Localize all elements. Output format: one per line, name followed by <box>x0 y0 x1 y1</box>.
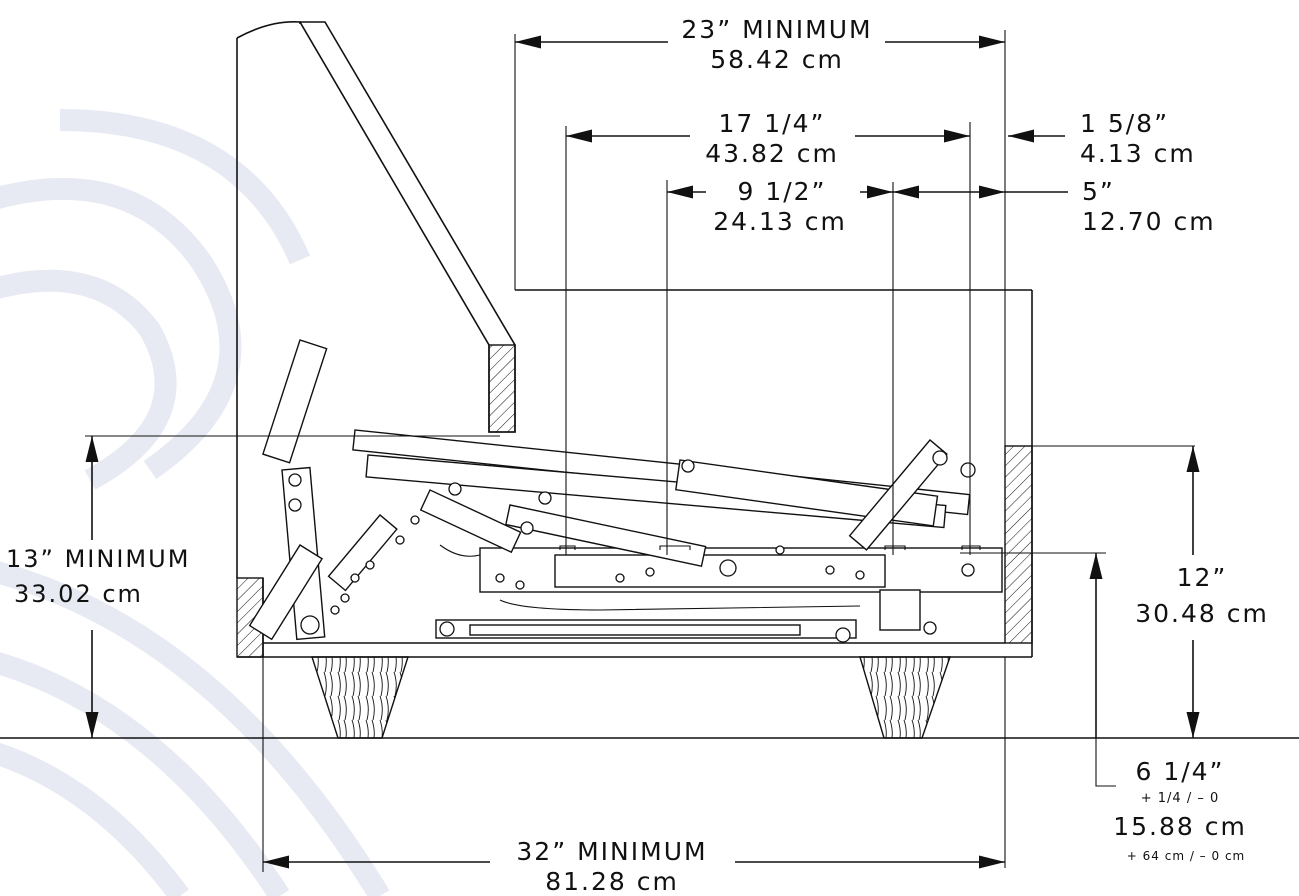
back-post-section <box>488 344 516 433</box>
dimension-arrows <box>85 35 1200 869</box>
bottom-overall-inches: 32” MINIMUM <box>516 837 707 866</box>
left-height-cm: 33.02 cm <box>14 580 143 608</box>
inner-span-inches: 17 1/4” <box>719 109 826 138</box>
right-span-cm: 12.70 cm <box>1082 207 1216 236</box>
right-span-inches: 5” <box>1082 177 1115 206</box>
extension-lines <box>85 30 1195 872</box>
left-height-inches: 13” MINIMUM <box>6 545 190 573</box>
right-height-inches: 12” <box>1177 563 1228 592</box>
watermark-swirl <box>0 109 390 896</box>
cabinet-outline <box>236 21 1033 658</box>
floor-clearance-cm: 15.88 cm <box>1113 812 1247 841</box>
legs <box>311 656 951 739</box>
inner-span-cm: 43.82 cm <box>705 139 839 168</box>
edge-gap-inches: 1 5/8” <box>1080 109 1169 138</box>
right-height-cm: 30.48 cm <box>1135 599 1269 628</box>
dimension-labels: 23” MINIMUM 58.42 cm 17 1/4” 43.82 cm 9 … <box>6 15 1269 896</box>
floor-clearance-tolerance-inches: + 1/4 / – 0 <box>1141 791 1220 806</box>
right-rail-section <box>1004 445 1033 644</box>
recliner-mechanism <box>248 339 1003 643</box>
top-overall-cm: 58.42 cm <box>710 45 844 74</box>
bottom-overall-cm: 81.28 cm <box>545 867 679 896</box>
mid-span-cm: 24.13 cm <box>713 207 847 236</box>
mid-span-inches: 9 1/2” <box>737 177 826 206</box>
floor-clearance-inches: 6 1/4” <box>1135 757 1224 786</box>
edge-gap-cm: 4.13 cm <box>1080 139 1196 168</box>
floor-clearance-tolerance-cm: + 64 cm / – 0 cm <box>1127 849 1245 863</box>
top-overall-inches: 23” MINIMUM <box>681 15 872 44</box>
